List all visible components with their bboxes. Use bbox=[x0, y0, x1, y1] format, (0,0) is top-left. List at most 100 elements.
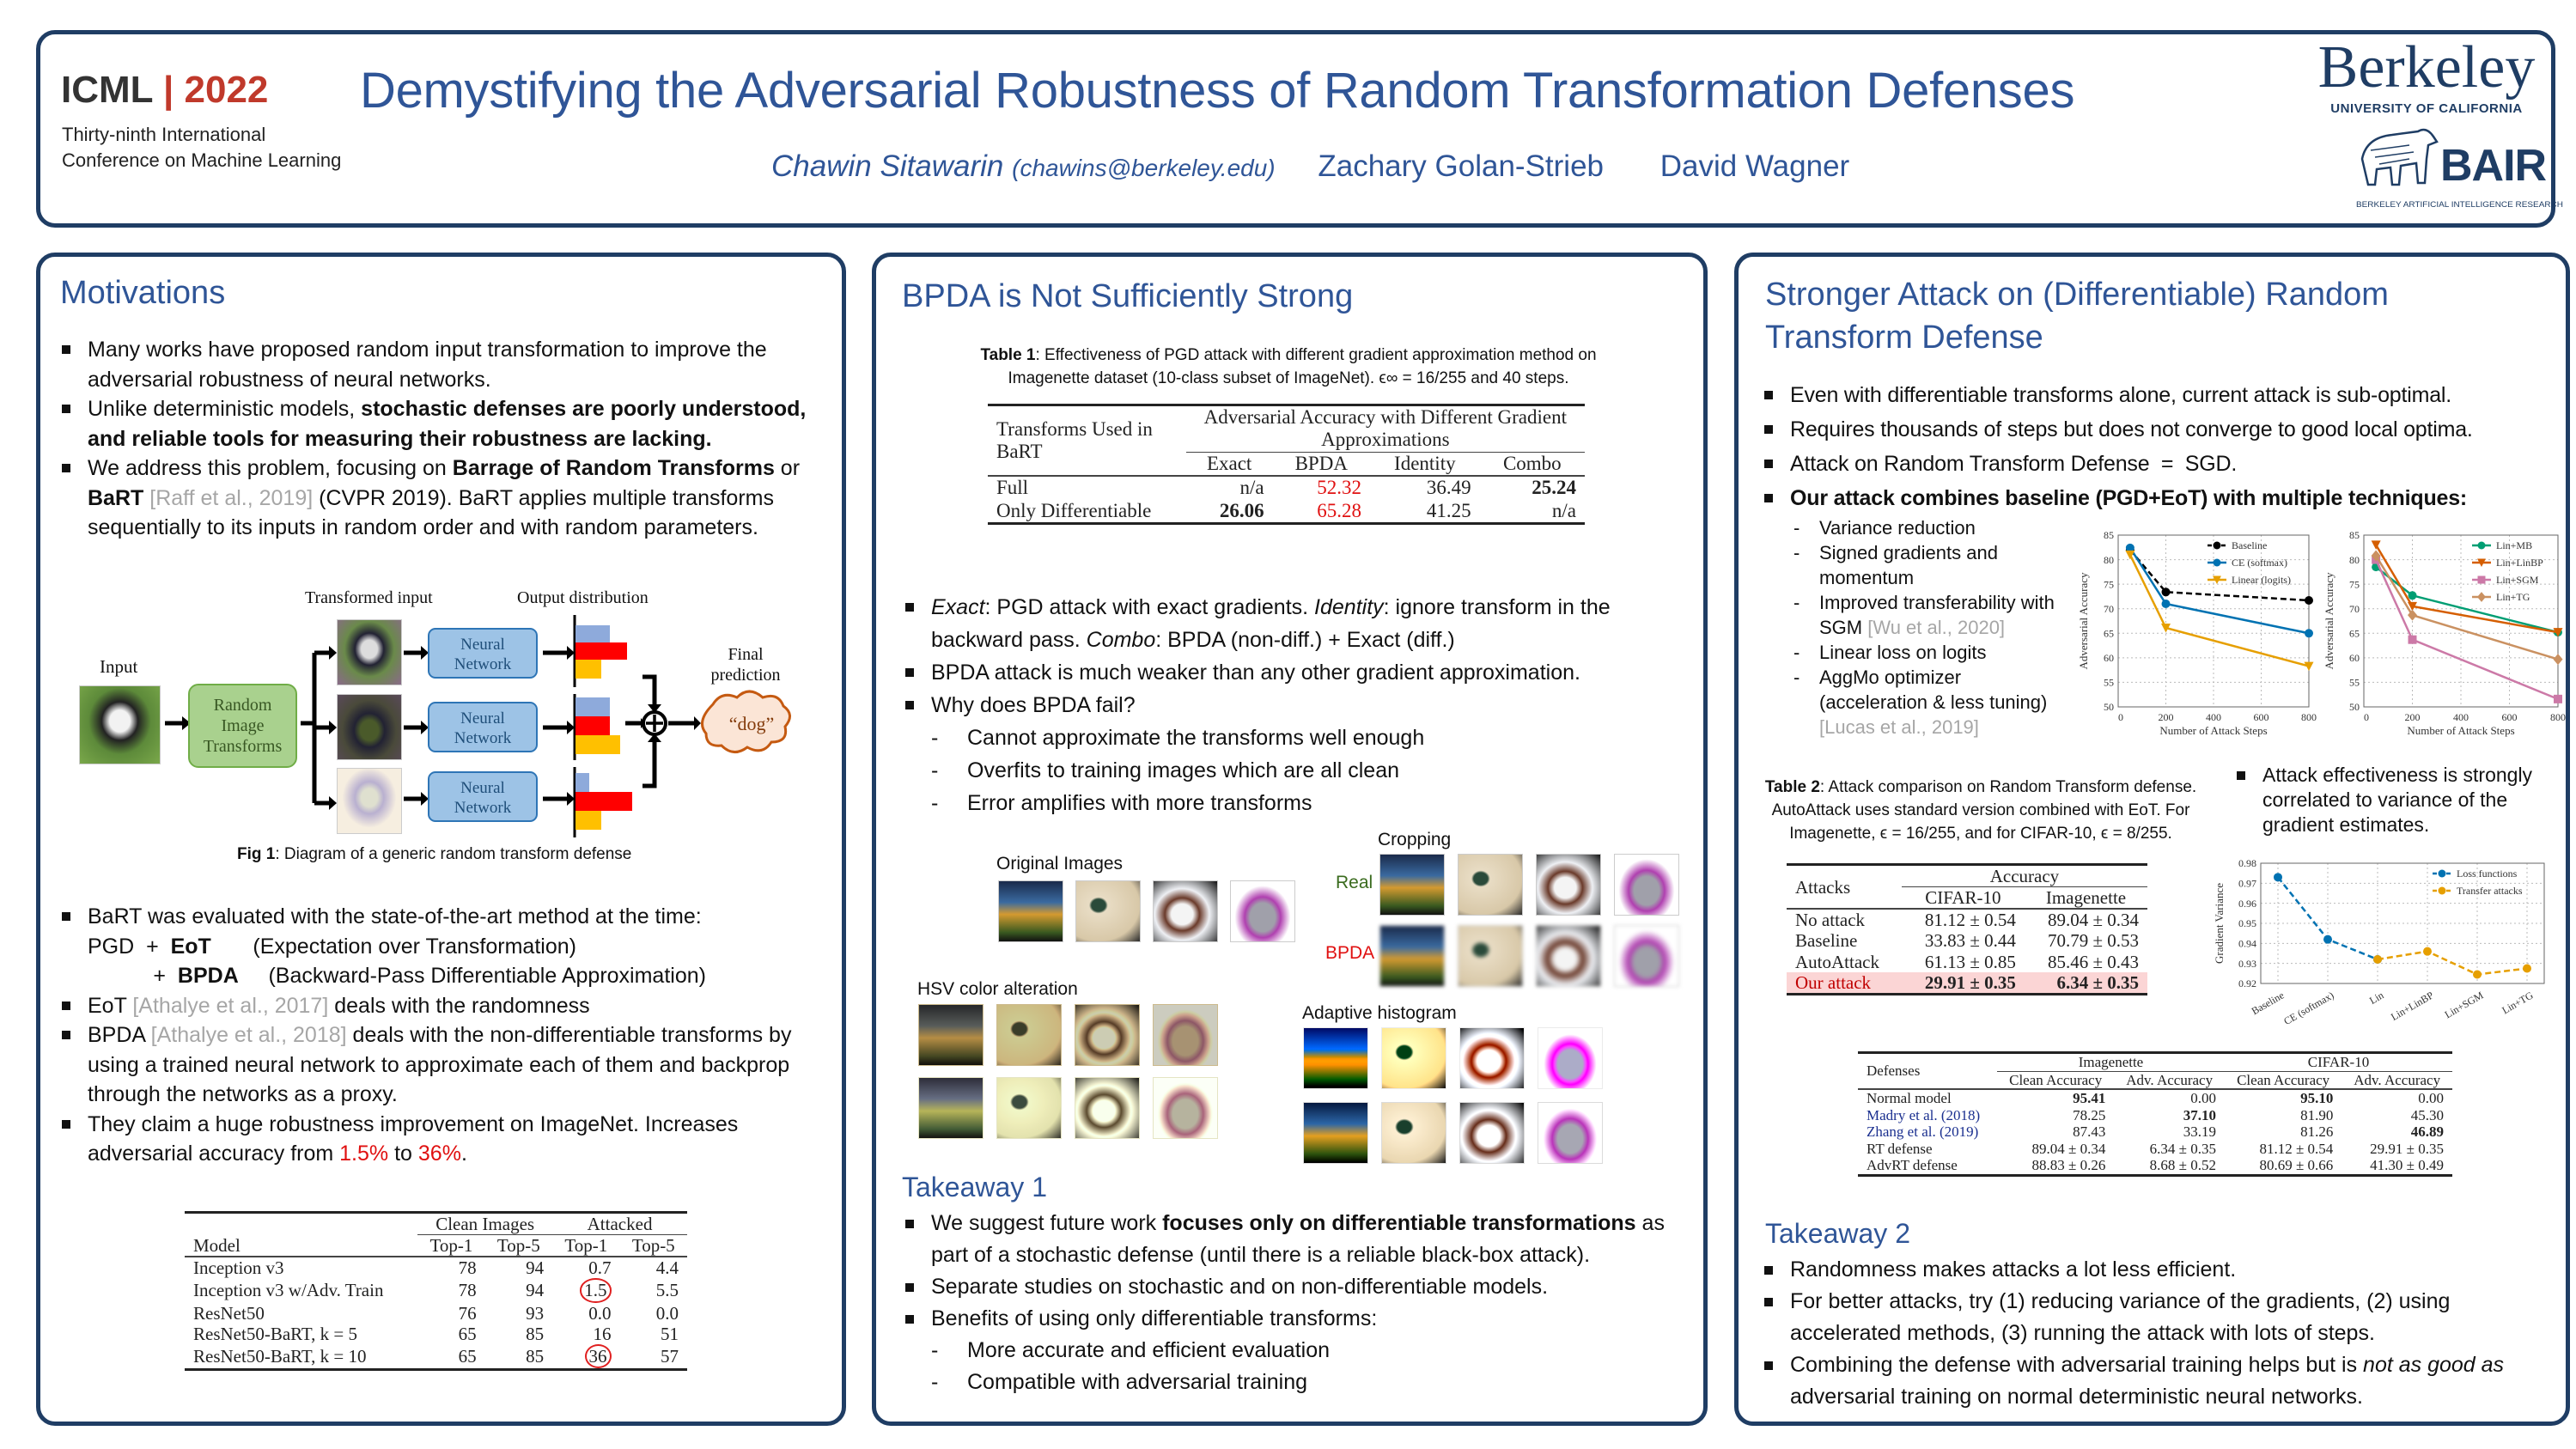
conference-year: 2022 bbox=[184, 69, 269, 111]
conference-separator: | bbox=[162, 69, 174, 111]
text-segment: BaRT bbox=[88, 485, 144, 510]
data-point bbox=[2323, 935, 2332, 944]
table-cell: Zhang et al. (2019) bbox=[1858, 1123, 1997, 1141]
table-cell: 85.46 ± 0.43 bbox=[2025, 952, 2147, 972]
cell-value: 93 bbox=[526, 1302, 545, 1324]
y-tick-label: 70 bbox=[2104, 603, 2114, 615]
bullet-item: Combining the defense with adversarial t… bbox=[1761, 1349, 2564, 1413]
table-column-cell: Imagenette bbox=[2024, 886, 2147, 910]
nn-label: Network bbox=[454, 655, 512, 673]
table-cell: 81.26 bbox=[2225, 1123, 2342, 1141]
takeaway1-list: We suggest future work focuses only on d… bbox=[902, 1208, 1702, 1398]
table-cell: Inception v3 bbox=[185, 1257, 417, 1278]
legend-label: Baseline bbox=[2232, 539, 2267, 551]
uc-wordmark: UNIVERSITY OF CALIFORNIA bbox=[2330, 101, 2523, 116]
data-point bbox=[2553, 628, 2563, 637]
y-axis-label: Gradient Variance bbox=[2213, 883, 2226, 964]
legend-label: Loss functions bbox=[2457, 868, 2518, 880]
y-tick-label: 60 bbox=[2349, 652, 2360, 664]
cell-value: No attack bbox=[1795, 910, 1866, 931]
table-cell: 57 bbox=[619, 1343, 687, 1371]
table-cell: 78 bbox=[417, 1278, 484, 1302]
example-photo-para bbox=[996, 1004, 1062, 1066]
table-cell: 25.24 bbox=[1480, 476, 1585, 499]
conference-label: ICML | 2022 bbox=[61, 69, 268, 112]
cell-value: 0.0 bbox=[588, 1302, 612, 1324]
table-cell: AutoAttack bbox=[1787, 952, 1902, 972]
table-cell: 81.12 ± 0.54 bbox=[2225, 1141, 2342, 1158]
data-point bbox=[2274, 873, 2282, 882]
table-cell: n/a bbox=[1186, 476, 1273, 499]
berkeley-wordmark: Berkeley bbox=[2317, 34, 2536, 100]
author-name: Chawin Sitawarin bbox=[771, 149, 1004, 183]
text-segment: not as good as bbox=[2363, 1353, 2505, 1377]
bullet-item: EoT [Athalye et al., 2017] deals with th… bbox=[58, 991, 836, 1021]
table-cell: 80.69 ± 0.66 bbox=[2224, 1157, 2342, 1177]
text-segment: : ignore transform in the backward pass. bbox=[931, 595, 1617, 652]
text-segment: For better attacks, try (1) reducing var… bbox=[1790, 1289, 2457, 1345]
cell-value: 41.30 ± 0.49 bbox=[2370, 1157, 2444, 1174]
table-column-cell: Top-5 bbox=[619, 1234, 687, 1258]
x-tick-label: 0 bbox=[2364, 711, 2369, 723]
table-cell: 85 bbox=[485, 1324, 552, 1344]
table-cell: 61.13 ± 0.85 bbox=[1902, 952, 2025, 972]
text-segment: deals with the randomness bbox=[328, 993, 590, 1018]
text-segment: [Raff et al., 2019] bbox=[143, 485, 314, 510]
text-segment: adversarial training on normal determini… bbox=[1790, 1353, 2511, 1409]
table-cell: 95.10 bbox=[2225, 1089, 2342, 1107]
cell-value: 65.28 bbox=[1317, 499, 1361, 521]
section-heading: BPDA is Not Sufficiently Strong bbox=[902, 278, 1354, 314]
y-tick-label: 0.95 bbox=[2238, 917, 2256, 929]
cell-value: 36.49 bbox=[1426, 477, 1471, 499]
text-segment: to bbox=[388, 1142, 418, 1166]
caption-text: : Effectiveness of PGD attack with diffe… bbox=[1008, 346, 1597, 387]
example-photo-para bbox=[1458, 854, 1523, 916]
caption-label: Fig 1 bbox=[237, 845, 276, 863]
table-cell: 89.04 ± 0.34 bbox=[2025, 909, 2147, 930]
text-segment: [Wu et al., 2020] bbox=[1867, 617, 2006, 638]
table-cell: 0.7 bbox=[552, 1257, 619, 1278]
label-line: prediction bbox=[710, 666, 781, 685]
y-axis-label: Adversarial Accuracy bbox=[2323, 572, 2335, 669]
example-photo-dog bbox=[1075, 1077, 1140, 1139]
table-cell: 8.68 ± 0.52 bbox=[2114, 1157, 2225, 1177]
table-cell: 46.89 bbox=[2342, 1123, 2452, 1141]
data-point bbox=[2161, 624, 2171, 633]
cell-value: 33.19 bbox=[2183, 1123, 2216, 1141]
table-cell: 41.30 ± 0.49 bbox=[2342, 1157, 2452, 1177]
y-tick-label: 0.93 bbox=[2238, 958, 2256, 970]
example-photo-church bbox=[918, 1077, 984, 1139]
example-photo-church bbox=[1303, 1102, 1368, 1164]
table-cell: RT defense bbox=[1858, 1141, 1997, 1158]
bullet-item: Separate studies on stochastic and on no… bbox=[902, 1271, 1702, 1303]
cell-value: 16 bbox=[593, 1323, 612, 1344]
x-tick-label: 600 bbox=[2502, 711, 2518, 723]
table-column-cell: BPDA bbox=[1272, 452, 1370, 478]
cell-value: 25.24 bbox=[1532, 477, 1576, 499]
series-line bbox=[2128, 554, 2310, 667]
table-cell: 45.30 bbox=[2342, 1107, 2452, 1124]
text-segment: (Expectation over Transformation) bbox=[210, 934, 576, 959]
text-segment: Our attack combines baseline (PGD+EoT) w… bbox=[1790, 486, 2468, 510]
sub-bullet-item: Signed gradients and momentum bbox=[1788, 540, 2070, 590]
header-panel bbox=[36, 30, 2555, 228]
cell-value: 78.25 bbox=[2073, 1106, 2106, 1123]
table-cell: 51 bbox=[620, 1324, 687, 1344]
example-photo-para bbox=[996, 1077, 1062, 1139]
table-cell: 76 bbox=[417, 1303, 484, 1324]
y-tick-label: 65 bbox=[2104, 627, 2114, 639]
bullet-item: Exact: PGD attack with exact gradients. … bbox=[902, 591, 1701, 656]
text-segment: Even with differentiable transforms alon… bbox=[1790, 383, 2452, 407]
cell-value: 81.90 bbox=[2300, 1106, 2334, 1123]
example-photo-dog bbox=[1153, 880, 1218, 942]
table2-caption: Table 2: Attack comparison on Random Tra… bbox=[1749, 776, 2213, 845]
